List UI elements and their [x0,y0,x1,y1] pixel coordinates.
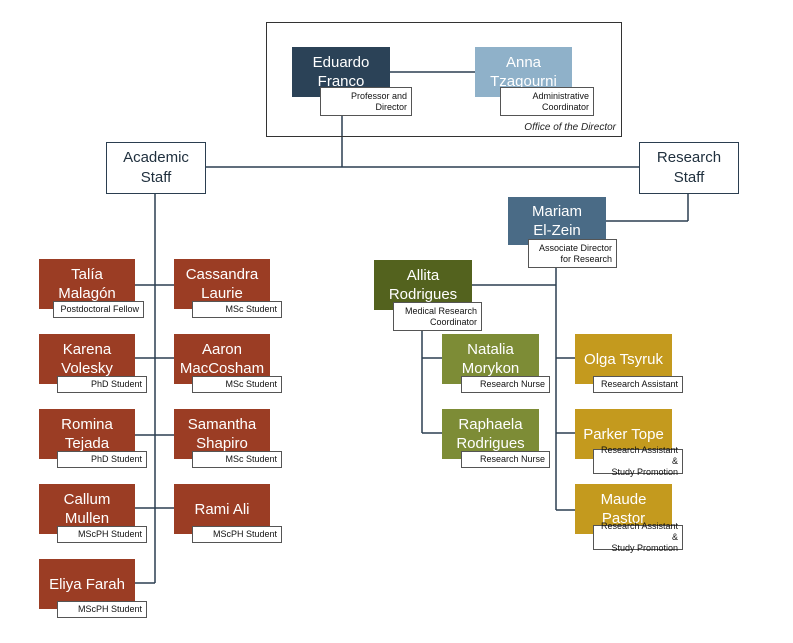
academic-staff-name-1: Cassandra Laurie [174,259,270,309]
academic-staff-header: Academic Staff [106,142,206,194]
office-of-director-box [266,22,622,137]
director-role: Professor and Director [320,87,412,116]
academic-staff-name-6: Callum Mullen [39,484,135,534]
olga-name: Olga Tsyruk [575,334,672,384]
academic-staff-role-5: MSc Student [192,451,282,468]
allita-role: Medical Research Coordinator [393,302,482,331]
academic-staff-role-8: MScPH Student [57,601,147,618]
maude-role: Research Assistant & Study Promotion [593,521,683,553]
academic-staff-role-0: Postdoctoral Fellow [53,301,144,318]
academic-staff-name-4: Romina Tejada [39,409,135,459]
olga-role: Research Assistant [593,376,683,393]
academic-staff-role-7: MScPH Student [192,526,282,543]
academic-staff-role-2: PhD Student [57,376,147,393]
office-label: Office of the Director [524,122,616,133]
research-staff-header: Research Staff [639,142,739,194]
allita-name: Allita Rodrigues [374,260,472,310]
admin-role: Administrative Coordinator [500,87,594,116]
assoc-role: Associate Director for Research [528,239,617,268]
raphaela-role: Research Nurse [461,451,550,468]
academic-staff-name-3: Aaron MacCosham [174,334,270,384]
natalia-role: Research Nurse [461,376,550,393]
natalia-name: Natalia Morykon [442,334,539,384]
assoc-name: Mariam El-Zein [508,197,606,245]
academic-staff-role-6: MScPH Student [57,526,147,543]
academic-staff-name-2: Karena Volesky [39,334,135,384]
parker-role: Research Assistant & Study Promotion [593,445,683,477]
academic-staff-name-8: Eliya Farah [39,559,135,609]
academic-staff-role-4: PhD Student [57,451,147,468]
academic-staff-name-7: Rami Ali [174,484,270,534]
academic-staff-name-5: Samantha Shapiro [174,409,270,459]
academic-staff-role-3: MSc Student [192,376,282,393]
academic-staff-name-0: Talía Malagón [39,259,135,309]
raphaela-name: Raphaela Rodrigues [442,409,539,459]
academic-staff-role-1: MSc Student [192,301,282,318]
